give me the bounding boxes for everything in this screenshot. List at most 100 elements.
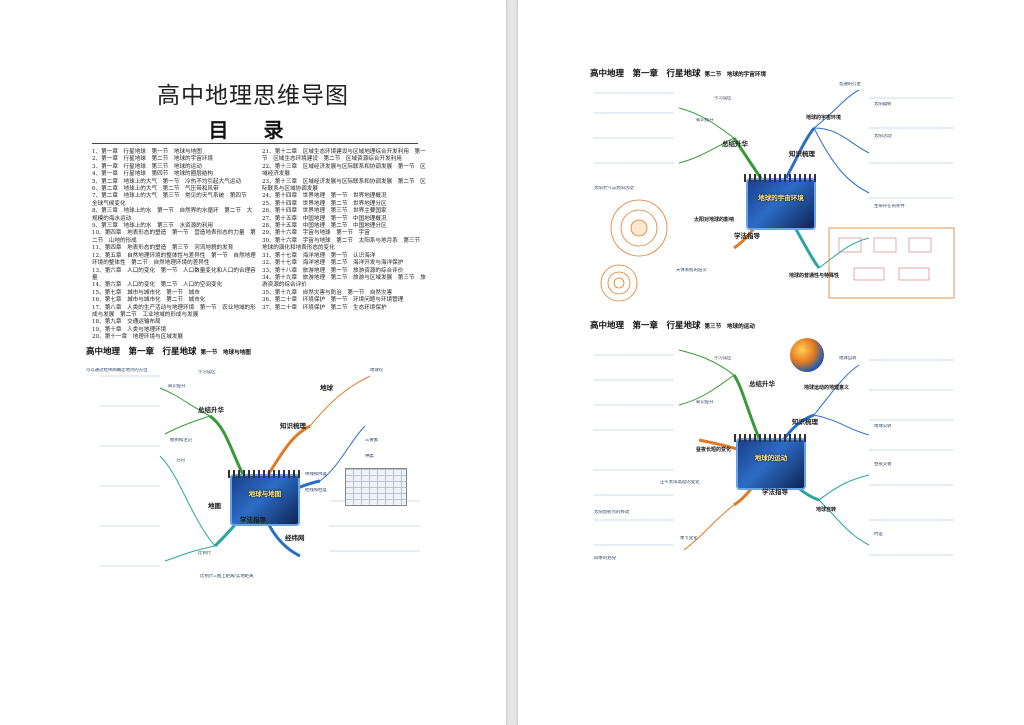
mindmap-node: 方向 [176, 458, 185, 463]
mindmap-lesson3: 高中地理 第一章 行星地球第三节 地球的运动 [584, 320, 960, 575]
mindmap-node: 图例和注记 [170, 438, 192, 443]
mindmap-node: 比例尺=图上距离/实地距离 [200, 574, 254, 579]
branch-label: 学法指导 [240, 516, 266, 524]
mindmap-node: 纬线和纬度 [305, 472, 327, 477]
mindmap-node: 地球自转 [839, 356, 857, 361]
mindmap-node: 太阳直射点的移动 [594, 510, 630, 515]
mindmap-node: 知识提升 [696, 118, 714, 123]
toc-entry[interactable]: 13、第六章 人口的变化 第一节 人口数量变化和人口的合理容量 [92, 267, 256, 281]
branch-label: 地球自转 [816, 507, 837, 513]
branch-label: 学法指导 [734, 232, 760, 240]
branch-label: 地球运动的地理意义 [804, 385, 850, 391]
toc-entry[interactable]: 23、第十三章 区域经济发展与区际联系和协调发展 第二节 区际联系与区域协调发展 [262, 178, 426, 193]
page-2[interactable]: 高中地理 第一章 行星地球第二节 地球的宇宙环境 [518, 0, 1024, 725]
mindmap-node: 太阳大气与太阳活动 [594, 186, 634, 191]
mindmap-center-image: 地球的运动 [734, 434, 808, 490]
toc-entry[interactable]: 15、第七章 城市与城市化 第一节 城市 [92, 289, 200, 296]
toc-entry[interactable]: 12、第五章 自然地理环境的整体性与差异性 第一节 自然地理环境的整体性 第二节… [92, 252, 256, 267]
toc-entry[interactable]: 21、第十二章 区域生态环境建设与区域地理综合开发利用 第一节 区域生态环境建设… [262, 149, 426, 163]
toc-entry[interactable]: 30、第十六章 宇宙与地球 第二节 太阳系与地月系 第三节 地球的演化和地表形态… [262, 237, 426, 252]
branch-label: 知识梳理 [792, 418, 818, 426]
toc-entry[interactable]: 5、第二章 地球上的大气 第一节 冷热不均引起大气运动 [92, 178, 241, 185]
mindmap-node: 四季的划分 [594, 556, 616, 561]
toc-entry[interactable]: 3、第一章 行星地球 第三节 地球的运动 [92, 163, 202, 170]
mindmap-node: 种类 [365, 454, 374, 459]
branch-label: 地图 [208, 502, 221, 510]
toc-entry[interactable]: 17、第八章 人类的生产活动与地理环境 第一节 农业地域的形成与发展 第二节 工… [92, 304, 256, 318]
mindmap-node: 地球仪 [370, 368, 384, 373]
branch-label: 总结升华 [722, 140, 748, 148]
toc-entry[interactable]: 9、第三章 地球上的水 第三节 水资源的利用 [92, 223, 214, 230]
toc-entry[interactable]: 16、第七章 城市与城市化 第二节 城市化 [92, 297, 206, 304]
toc-entry[interactable]: 27、第十五章 中国地理 第一节 中国地理概况 [262, 215, 387, 222]
branch-label: 地球 [320, 384, 333, 392]
mindmap-node: 比例尺 [198, 551, 212, 556]
toc-entry[interactable]: 4、第一章 行星地球 第四节 地球的圈层结构 [92, 171, 214, 178]
mindmap-node: 可以通过经纬网确定地点的方位 [86, 368, 148, 373]
branch-label: 知识梳理 [280, 422, 306, 430]
toc-divider [92, 143, 418, 144]
mindmap-node: 学习误区 [714, 96, 732, 101]
mindmap-node: 时差 [874, 532, 883, 537]
toc-column-right: 21、第十二章 区域生态环境建设与区域地理综合开发利用 第一节 区域生态环境建设… [262, 149, 426, 312]
toc-entry[interactable]: 22、第十三章 区域经济发展与区际联系和协调发展 第一节 区域经济发展 [262, 163, 426, 178]
document-title: 高中地理思维导图 [157, 83, 349, 109]
toc-entry[interactable]: 8、第三章 地球上的水 第一节 自然界的水循环 第二节 大规模的海水运动 [92, 208, 253, 222]
mindmap-title: 高中地理 第一章 行星地球第一节 地球与地图 [86, 347, 251, 357]
toc-heading: 目 录 [208, 118, 298, 142]
world-map-image [345, 468, 407, 506]
toc-entry[interactable]: 37、第二十章 环境保护 第二节 生态环境保护 [262, 304, 387, 311]
mindmap-node: 学习误区 [198, 370, 216, 375]
mindmap-node: 天体系统的层次 [676, 268, 707, 273]
toc-entry[interactable]: 34、第十九章 旅游地理 第二节 旅游与区域发展 第三节 旅游资源的综合评价 [262, 274, 426, 289]
mindmap-title: 高中地理 第一章 行星地球第二节 地球的宇宙环境 [590, 69, 767, 79]
toc-entry[interactable]: 18、第九章 交通运输布局 [92, 319, 161, 326]
mindmap-node: 三要素 [365, 438, 379, 443]
mindmap-node: 正午太阳高度的变化 [660, 480, 700, 485]
mindmap-title: 高中地理 第一章 行星地球第三节 地球的运动 [590, 321, 755, 331]
toc-entry[interactable]: 28、第十五章 中国地理 第二节 中国地理分区 [262, 223, 387, 230]
toc-entry[interactable]: 6、第二章 地球上的大气 第二节 气压带和风带 [92, 186, 219, 193]
globe-icon [790, 338, 824, 372]
mindmap-node: 昼夜交替 [874, 462, 892, 467]
toc-entry[interactable]: 11、第四章 地表形态的塑造 第三节 河流地貌的发育 [92, 245, 234, 252]
mindmap-node: 季节变化 [680, 536, 698, 541]
mindmap-node: 太阳活动 [874, 134, 892, 139]
toc-entry[interactable]: 36、第二十章 环境保护 第一节 环境问题与环境管理 [262, 297, 404, 304]
mindmap-center-image: 地球与地图 [228, 470, 302, 526]
branch-label: 知识梳理 [789, 150, 815, 158]
toc-entry[interactable]: 19、第十章 人类与地理环境 [92, 326, 167, 333]
toc-entry[interactable]: 2、第一章 行星地球 第二节 地球的宇宙环境 [92, 156, 214, 163]
branch-label: 总结升华 [198, 406, 224, 414]
toc-entry[interactable]: 24、第十四章 世界地理 第一节 世界地理概况 [262, 193, 387, 200]
toc-entry[interactable]: 25、第十四章 世界地理 第二节 世界地理分区 [262, 200, 387, 207]
mindmap-node: 太阳辐射 [874, 102, 892, 107]
toc-entry[interactable]: 1、第一章 行星地球 第一节 地球与地图 [92, 149, 202, 155]
branch-label: 总结升华 [749, 380, 775, 388]
toc-entry[interactable]: 26、第十四章 世界地理 第三节 世界主要国家 [262, 208, 387, 215]
toc-entry[interactable]: 33、第十八章 旅游地理 第一节 旅游资源的综合评价 [262, 267, 404, 274]
toc-entry[interactable]: 20、第十一章 地理环境与区域发展 [92, 334, 184, 341]
toc-entry[interactable]: 32、第十七章 海洋地理 第二节 海洋开发与海洋保护 [262, 260, 404, 267]
toc-entry[interactable]: 14、第六章 人口的变化 第二节 人口的空间变化 [92, 282, 223, 289]
mindmap-node: 生命存在的条件 [874, 204, 905, 209]
mindmap-node: 知识提升 [168, 384, 186, 389]
toc-entry[interactable]: 29、第十六章 宇宙与地球 第一节 宇宙 [262, 230, 370, 237]
branch-label: 昼夜长短的变化 [696, 447, 732, 453]
branch-label: 学法指导 [762, 488, 788, 496]
mindmap-node: 学习误区 [714, 356, 732, 361]
branch-label: 地球的宇宙环境 [806, 115, 842, 121]
mindmap-center-image: 地球的宇宙环境 [744, 174, 818, 230]
mindmap-node: 普通的行星 [839, 82, 861, 87]
mindmap-lesson2: 高中地理 第一章 行星地球第二节 地球的宇宙环境 [584, 68, 960, 313]
mindmap-node: 经线和经度 [305, 488, 327, 493]
toc-entry[interactable]: 31、第十七章 海洋地理 第一节 认识海洋 [262, 252, 376, 259]
branch-label: 太阳对地球的影响 [694, 217, 735, 223]
branch-label: 地球的普通性与特殊性 [789, 273, 840, 279]
toc-entry[interactable]: 10、第四章 地表形态的塑造 第一节 营造地表形态的力量 第二节 山地的形成 [92, 230, 256, 244]
toc-entry[interactable]: 7、第二章 地球上的大气 第三节 常见的天气系统 第四节 全球气候变化 [92, 193, 253, 207]
toc-entry[interactable]: 35、第十九章 自然灾害与防治 第一节 自然灾害 [262, 289, 393, 296]
